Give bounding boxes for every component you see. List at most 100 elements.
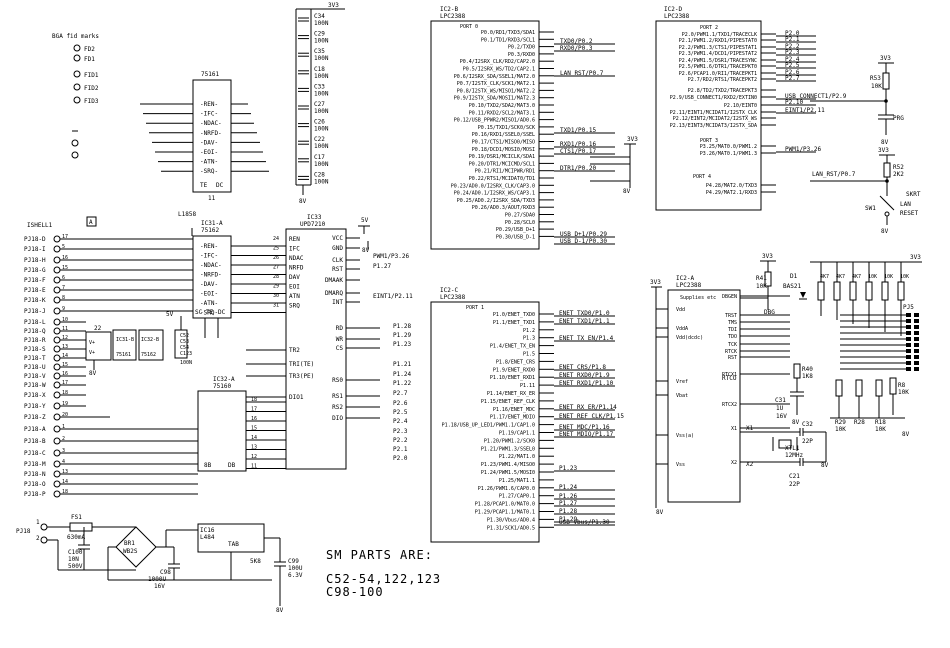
connector-pin bbox=[53, 276, 61, 284]
pin-label: TRI(TE) bbox=[289, 361, 314, 368]
net-label: CTS1/P0.17 bbox=[560, 148, 597, 155]
pin-label: P2.11/EINT1/MCIDAT1/I2STX_CLK bbox=[670, 110, 757, 116]
connector-pin bbox=[53, 296, 61, 304]
ic-part: LPC2388 bbox=[440, 294, 466, 301]
pin-number: 28 bbox=[273, 274, 279, 280]
pin-label: P1.14/ENET_RX_ER bbox=[487, 391, 536, 397]
pin-label: DIO1 bbox=[289, 394, 304, 401]
cap-ref: C52 bbox=[180, 333, 189, 339]
resistor bbox=[817, 281, 825, 301]
net-label: RTCO bbox=[722, 375, 737, 382]
pin-label: P0.15/TXD1/SCK0/SCK bbox=[478, 125, 535, 131]
ic33-upd7210: IC33 UPD7210 REN24IFC25NDAC26NRFD27DAV28… bbox=[246, 214, 413, 470]
pin-label: P1.25/MAT1.1 bbox=[499, 478, 535, 484]
pin-label: -NDAC- bbox=[200, 262, 222, 269]
resistor-value: 10K bbox=[900, 274, 909, 280]
resistor bbox=[881, 281, 889, 301]
rail-label-5v: 5V bbox=[166, 311, 174, 318]
header-pin bbox=[906, 343, 911, 347]
pin-label: P0.1/TD1/RXD3/SCL1 bbox=[481, 37, 535, 43]
pin-number: 11 bbox=[62, 326, 68, 332]
ic-part: 75160 bbox=[213, 383, 231, 390]
pin-label: P0.22/RTS1/MCIDAT0/TD1 bbox=[469, 176, 535, 182]
cap-ref: C32 bbox=[802, 421, 813, 428]
pin-label: P1.0/ENET_TXD0 bbox=[493, 312, 535, 318]
pin-number: 17 bbox=[62, 234, 68, 240]
net-label: LAN_RST/P0.7 bbox=[812, 171, 856, 178]
pin-label: -DAV- bbox=[200, 281, 218, 288]
pin-number: 14 bbox=[62, 353, 68, 359]
resistor bbox=[849, 281, 857, 301]
ic-ref: IC16 bbox=[200, 527, 215, 534]
ic-ref: 75161 bbox=[201, 71, 219, 78]
pin-label: PJ18-W bbox=[24, 382, 46, 389]
cap-ref: C29 bbox=[314, 31, 325, 38]
cap-value: 100N bbox=[314, 90, 329, 97]
cap-voltage: 16V bbox=[154, 583, 165, 590]
ic-ref: IC2-B bbox=[440, 6, 458, 13]
cap-value: 100N bbox=[314, 38, 329, 45]
pin-label: -IFC- bbox=[200, 253, 218, 260]
cap-value: 100N bbox=[314, 55, 329, 62]
net-label: P2.3 bbox=[393, 428, 408, 435]
pin-number: 14 bbox=[62, 479, 68, 485]
pin-label: NDAC bbox=[289, 255, 304, 262]
pin-label: TMS bbox=[728, 320, 737, 326]
pin-number: 13 bbox=[251, 445, 257, 451]
cap-ref: C35 bbox=[314, 48, 325, 55]
net-label: P2.1 bbox=[393, 446, 408, 453]
header-pin bbox=[914, 367, 919, 371]
cap-value: 1U bbox=[776, 405, 784, 412]
rail-label-8v: 8V bbox=[362, 247, 370, 254]
pin-number: 9 bbox=[62, 306, 65, 312]
connector-tag: A bbox=[89, 219, 93, 226]
pin-label: P1.17/ENET_MDIO bbox=[490, 415, 535, 421]
pin-label: -IFC- bbox=[200, 111, 218, 118]
note-line: SM PARTS ARE: bbox=[326, 548, 433, 562]
connector-pin bbox=[53, 437, 61, 445]
header-pin bbox=[914, 319, 919, 323]
pin-number: 15 bbox=[62, 265, 68, 271]
pin-label: TR2 bbox=[289, 347, 300, 354]
cap-ref: C22 bbox=[314, 136, 325, 143]
connector-pin bbox=[53, 363, 61, 371]
ic-ref: IC2-A bbox=[676, 275, 694, 282]
pin-number: 12 bbox=[62, 335, 68, 341]
cap-ref: C33 bbox=[314, 83, 325, 90]
rail-label-3v3: 3V3 bbox=[762, 253, 773, 260]
pin-label: P1.30/Vbus/AD0.4 bbox=[487, 517, 535, 523]
ic-part: 75161 bbox=[116, 352, 131, 358]
pin-label: P1.22/MAT1.0 bbox=[499, 454, 535, 460]
switch-label: RESET bbox=[900, 210, 918, 217]
pin-label: PJ18-X bbox=[24, 392, 46, 399]
ic-part: UPD7210 bbox=[300, 221, 326, 228]
pin-number: 31 bbox=[273, 303, 279, 309]
pin-label: P0.12/USB_PPWR2/MISO1/AD0.6 bbox=[454, 118, 535, 124]
rail-label-3v3: 3V3 bbox=[627, 136, 638, 143]
pin-label: P2.3/PWM1.4/DCD1/PIPESTAT2 bbox=[679, 51, 757, 57]
net-label: DBG bbox=[764, 309, 775, 316]
pin-label: GND bbox=[332, 245, 343, 252]
cap-ref: C18 bbox=[314, 66, 325, 73]
pin-number: 16 bbox=[62, 255, 68, 261]
rail-label-8v: 8V bbox=[276, 607, 284, 614]
pin-label: PJ18-A bbox=[24, 426, 46, 433]
resistor-value: 4K7 bbox=[852, 274, 861, 280]
pin-number: 2 bbox=[62, 436, 65, 442]
net-label: ENET_RXD1/P1.10 bbox=[559, 380, 614, 387]
connector-label: ISHELL1 bbox=[27, 222, 53, 229]
pin-label: NRFD bbox=[289, 265, 304, 272]
cap-value: 100N bbox=[314, 143, 329, 150]
pin-label: P0.21/RI1/MCIPWR/RD1 bbox=[475, 169, 535, 175]
net-label: ENET_TX_EN/P1.4 bbox=[559, 335, 614, 342]
pin-label: P0.5/I2SRX_WS/TD2/CAP2.1 bbox=[463, 67, 535, 73]
pin-number: 13 bbox=[62, 344, 68, 350]
pin-label: WR bbox=[336, 336, 344, 343]
resistor-value: 10K bbox=[871, 83, 882, 90]
pin-label: X2 bbox=[746, 461, 754, 468]
net-label: ENET_MDIO/P1.17 bbox=[559, 431, 614, 438]
net-label: DTR1/P0.20 bbox=[560, 165, 597, 172]
pin-label: PJ18-J bbox=[24, 308, 46, 315]
pin-label: DBGEN bbox=[722, 294, 737, 300]
